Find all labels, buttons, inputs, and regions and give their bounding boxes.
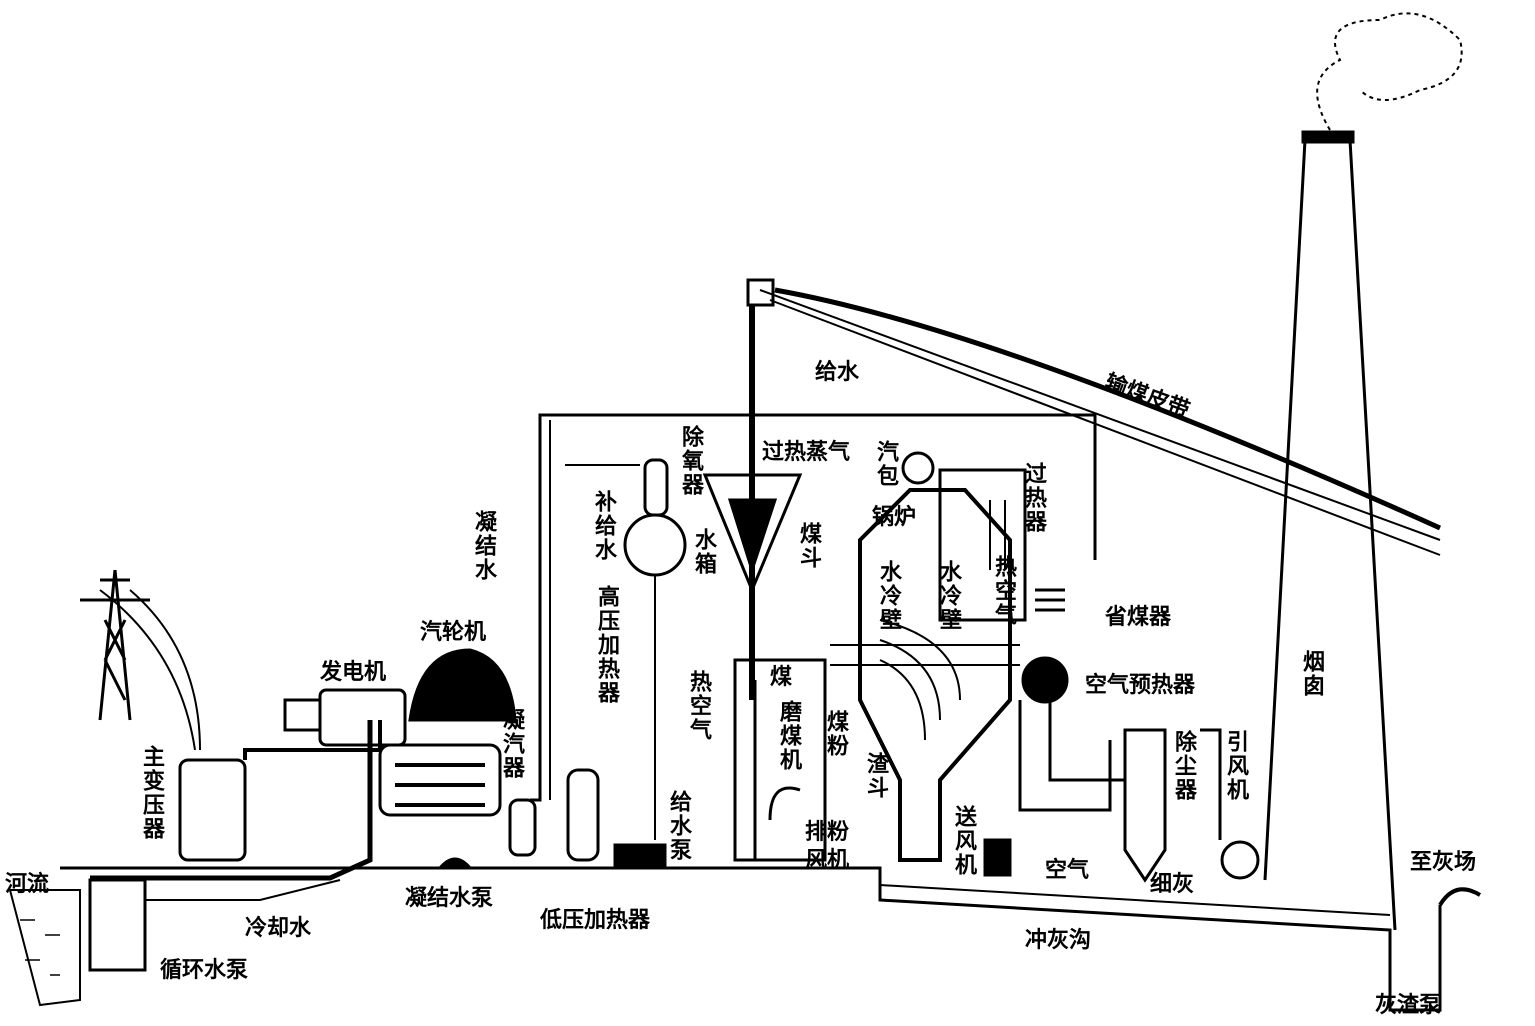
coal-conveyor xyxy=(759,289,1441,556)
label-ash-pump: 灰渣泵 xyxy=(1375,993,1442,1018)
label-exhauster-1: 排粉 xyxy=(805,820,850,845)
superheater xyxy=(938,468,1027,622)
label-water-wall-right: 水冷壁 xyxy=(936,560,961,632)
label-lp-heater: 低压加热器 xyxy=(540,908,651,933)
generator xyxy=(318,688,407,747)
label-boiler: 锅炉 xyxy=(872,505,917,530)
label-dust-collector: 除尘器 xyxy=(1171,730,1196,802)
label-coal: 煤 xyxy=(770,665,793,690)
label-ash-sluice: 冲灰沟 xyxy=(1025,928,1092,953)
air-preheater xyxy=(1021,656,1069,704)
transmission-tower xyxy=(80,569,150,721)
label-cooling-water: 冷却水 xyxy=(245,916,312,941)
label-hot-air-right: 热空气 xyxy=(991,555,1016,627)
hp-heater xyxy=(566,768,600,862)
ash-sluice xyxy=(879,884,1391,916)
label-slag-hopper: 渣斗 xyxy=(863,752,888,800)
coal-hopper xyxy=(702,473,803,594)
smoke xyxy=(1316,12,1463,131)
label-air: 空气 xyxy=(1045,858,1090,883)
condenser xyxy=(378,743,502,817)
label-water-wall-left: 水冷壁 xyxy=(876,560,901,632)
label-water-tank: 水箱 xyxy=(691,528,716,576)
label-condenser: 凝汽器 xyxy=(499,708,524,780)
label-condensate-water: 凝结水 xyxy=(471,510,496,582)
feed-pump xyxy=(613,843,667,867)
induced-fan xyxy=(1220,840,1260,880)
river xyxy=(8,889,81,1007)
label-deaerator: 除氧器 xyxy=(678,425,703,497)
label-superheater: 过热器 xyxy=(1021,462,1046,534)
forced-fan xyxy=(983,838,1012,877)
circulating-pump-pit xyxy=(88,878,147,972)
label-feed-water: 给水 xyxy=(815,360,860,385)
label-river: 河流 xyxy=(5,872,50,897)
label-to-ash-yard: 至灰场 xyxy=(1410,850,1477,875)
label-fine-ash: 细灰 xyxy=(1150,872,1195,897)
turbine xyxy=(408,648,517,722)
label-generator: 发电机 xyxy=(320,660,387,685)
chimney xyxy=(1263,138,1397,931)
dust-collector xyxy=(1123,728,1167,883)
label-forced-fan: 送风机 xyxy=(951,805,976,877)
label-hp-heater: 高压加热器 xyxy=(594,585,619,705)
label-circulating-pump: 循环水泵 xyxy=(160,958,249,983)
economizer xyxy=(1035,588,1065,612)
label-coal-mill: 磨煤机 xyxy=(776,700,801,772)
label-exhauster-2: 风机 xyxy=(805,848,850,873)
label-pulverized-coal: 煤粉 xyxy=(823,710,848,758)
label-hot-air-left: 热空气 xyxy=(686,670,711,742)
label-main-transformer: 主变压器 xyxy=(139,745,164,841)
ground-line xyxy=(60,866,1442,1012)
label-superheated-steam: 过热蒸气 xyxy=(762,440,851,465)
cooling-water-pipe xyxy=(90,720,373,881)
label-makeup-water: 补给水 xyxy=(591,490,616,562)
label-induced-fan: 引风机 xyxy=(1223,730,1248,802)
boiler xyxy=(858,488,1012,862)
drum xyxy=(901,451,935,485)
label-turbine: 汽轮机 xyxy=(420,620,487,645)
label-drum: 汽包 xyxy=(873,440,898,488)
label-coal-hopper: 煤斗 xyxy=(796,522,821,570)
label-economizer: 省煤器 xyxy=(1105,605,1172,630)
main-transformer xyxy=(178,758,247,862)
label-air-preheater: 空气预热器 xyxy=(1085,673,1196,698)
label-chimney: 烟囱 xyxy=(1299,650,1324,698)
lp-heater xyxy=(508,798,537,857)
coal-mill xyxy=(733,658,827,862)
deaerator-tank xyxy=(623,513,687,577)
label-condensate-pump: 凝结水泵 xyxy=(405,886,494,911)
label-feed-pump: 给水泵 xyxy=(666,790,691,862)
